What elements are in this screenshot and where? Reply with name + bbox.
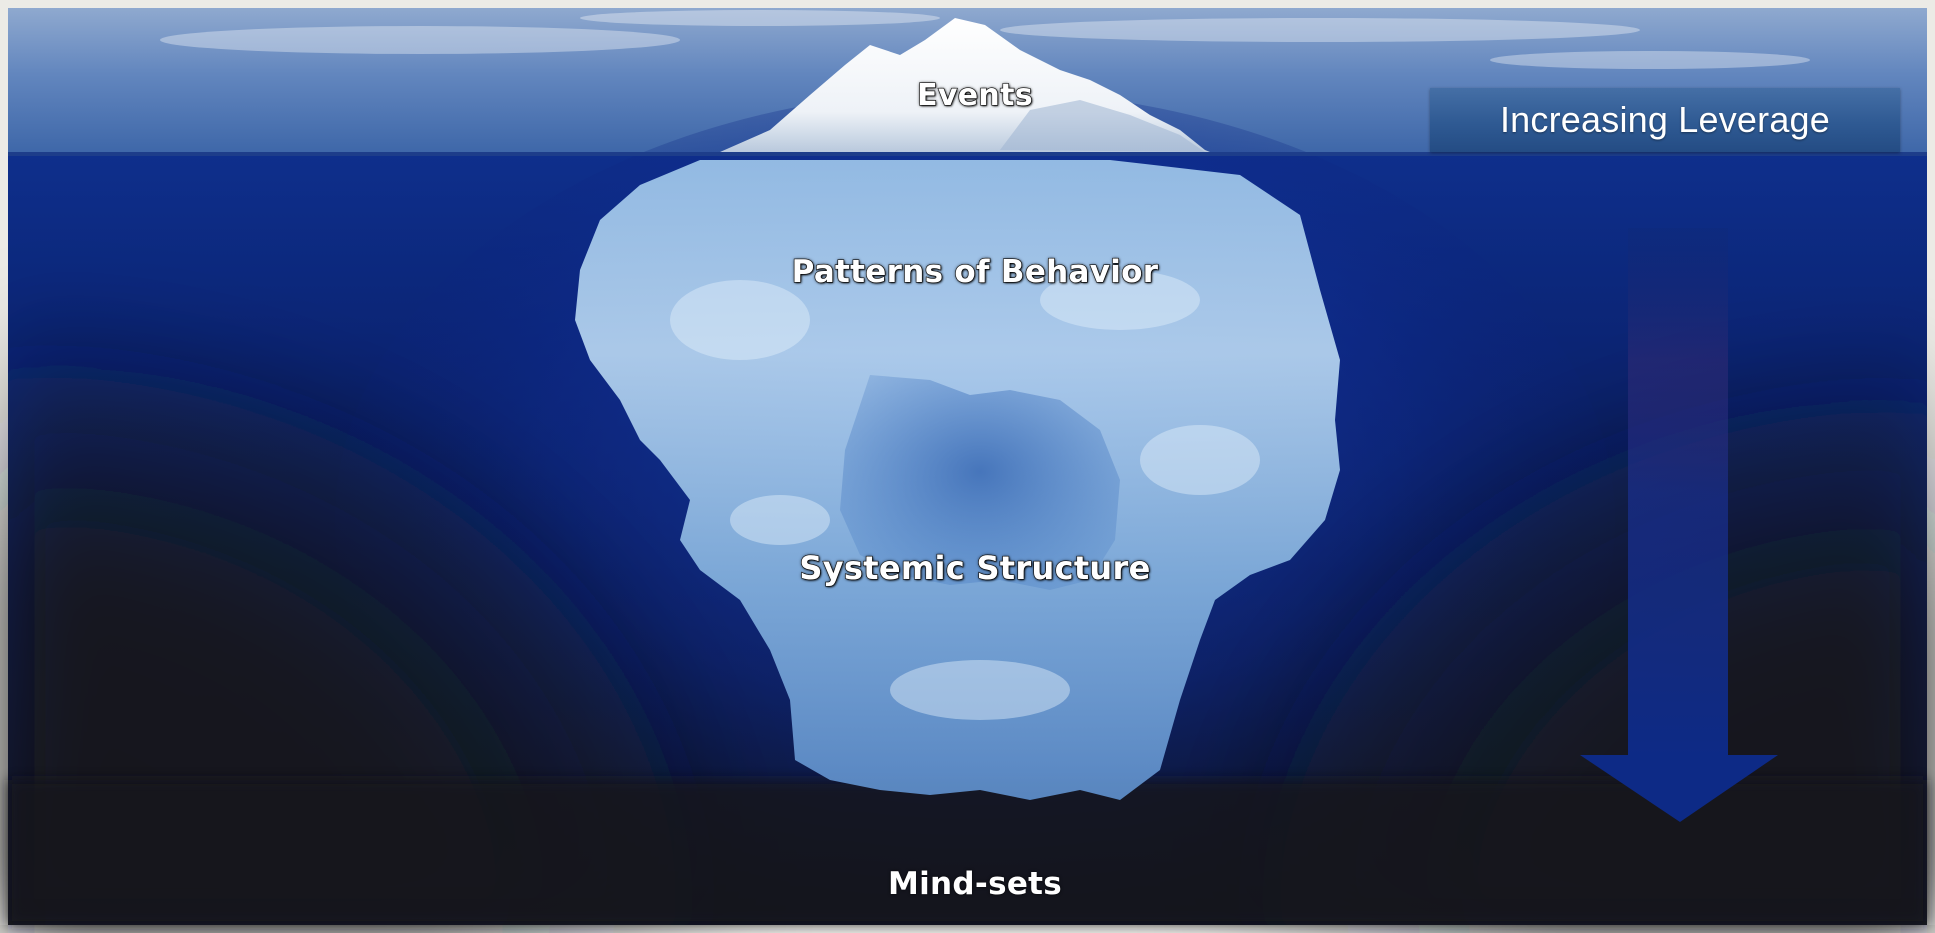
clouds bbox=[160, 10, 1810, 69]
label-mind-sets: Mind-sets bbox=[887, 866, 1063, 902]
increasing-leverage-label: Increasing Leverage bbox=[1499, 99, 1830, 140]
iceberg-cave bbox=[840, 375, 1120, 590]
seabed-dark bbox=[8, 780, 1927, 925]
ice-highlights bbox=[670, 270, 1260, 720]
label-events: Events bbox=[916, 77, 1033, 113]
leverage-arrow bbox=[1580, 228, 1778, 822]
waterline bbox=[8, 152, 1927, 156]
iceberg-tip-shadow bbox=[1000, 100, 1205, 152]
label-patterns-of-behavior: Patterns of Behavior bbox=[791, 253, 1159, 290]
label-systemic-structure: Systemic Structure bbox=[799, 548, 1151, 587]
increasing-leverage-box: Increasing Leverage bbox=[1430, 88, 1900, 152]
